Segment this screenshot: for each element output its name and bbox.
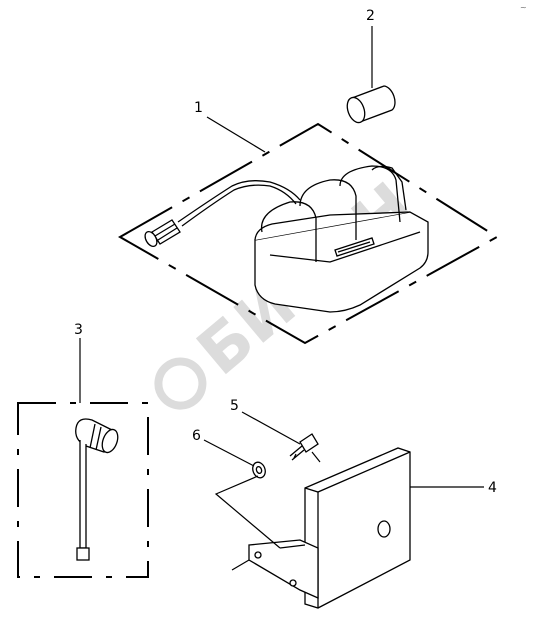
leader-5 <box>241 411 301 445</box>
corner-mark: ~ <box>520 3 527 12</box>
leader-6 <box>203 439 255 467</box>
callout-2: 2 <box>366 8 375 24</box>
callout-1: 1 <box>194 100 203 116</box>
part-5-bolt <box>289 433 319 461</box>
part-3-outline <box>17 402 149 578</box>
part-1-console <box>254 165 429 313</box>
part-1-cable <box>177 180 301 227</box>
leader-lines <box>79 26 484 571</box>
callout-5: 5 <box>230 398 239 414</box>
part-6-washer <box>252 461 266 479</box>
callout-4: 4 <box>488 480 497 496</box>
part-4-bracket <box>248 447 411 609</box>
part-3-fitting <box>75 418 119 561</box>
leader-1 <box>206 116 266 153</box>
callout-labels: 1 2 3 4 5 6 <box>74 8 497 496</box>
part-2-cylinder <box>346 85 396 124</box>
callout-6: 6 <box>192 428 201 444</box>
watermark-logo-icon <box>154 357 207 410</box>
extension-lines <box>214 451 321 571</box>
callout-3: 3 <box>74 322 83 338</box>
part-1-connector <box>144 219 181 248</box>
part-1-outline <box>117 122 499 345</box>
